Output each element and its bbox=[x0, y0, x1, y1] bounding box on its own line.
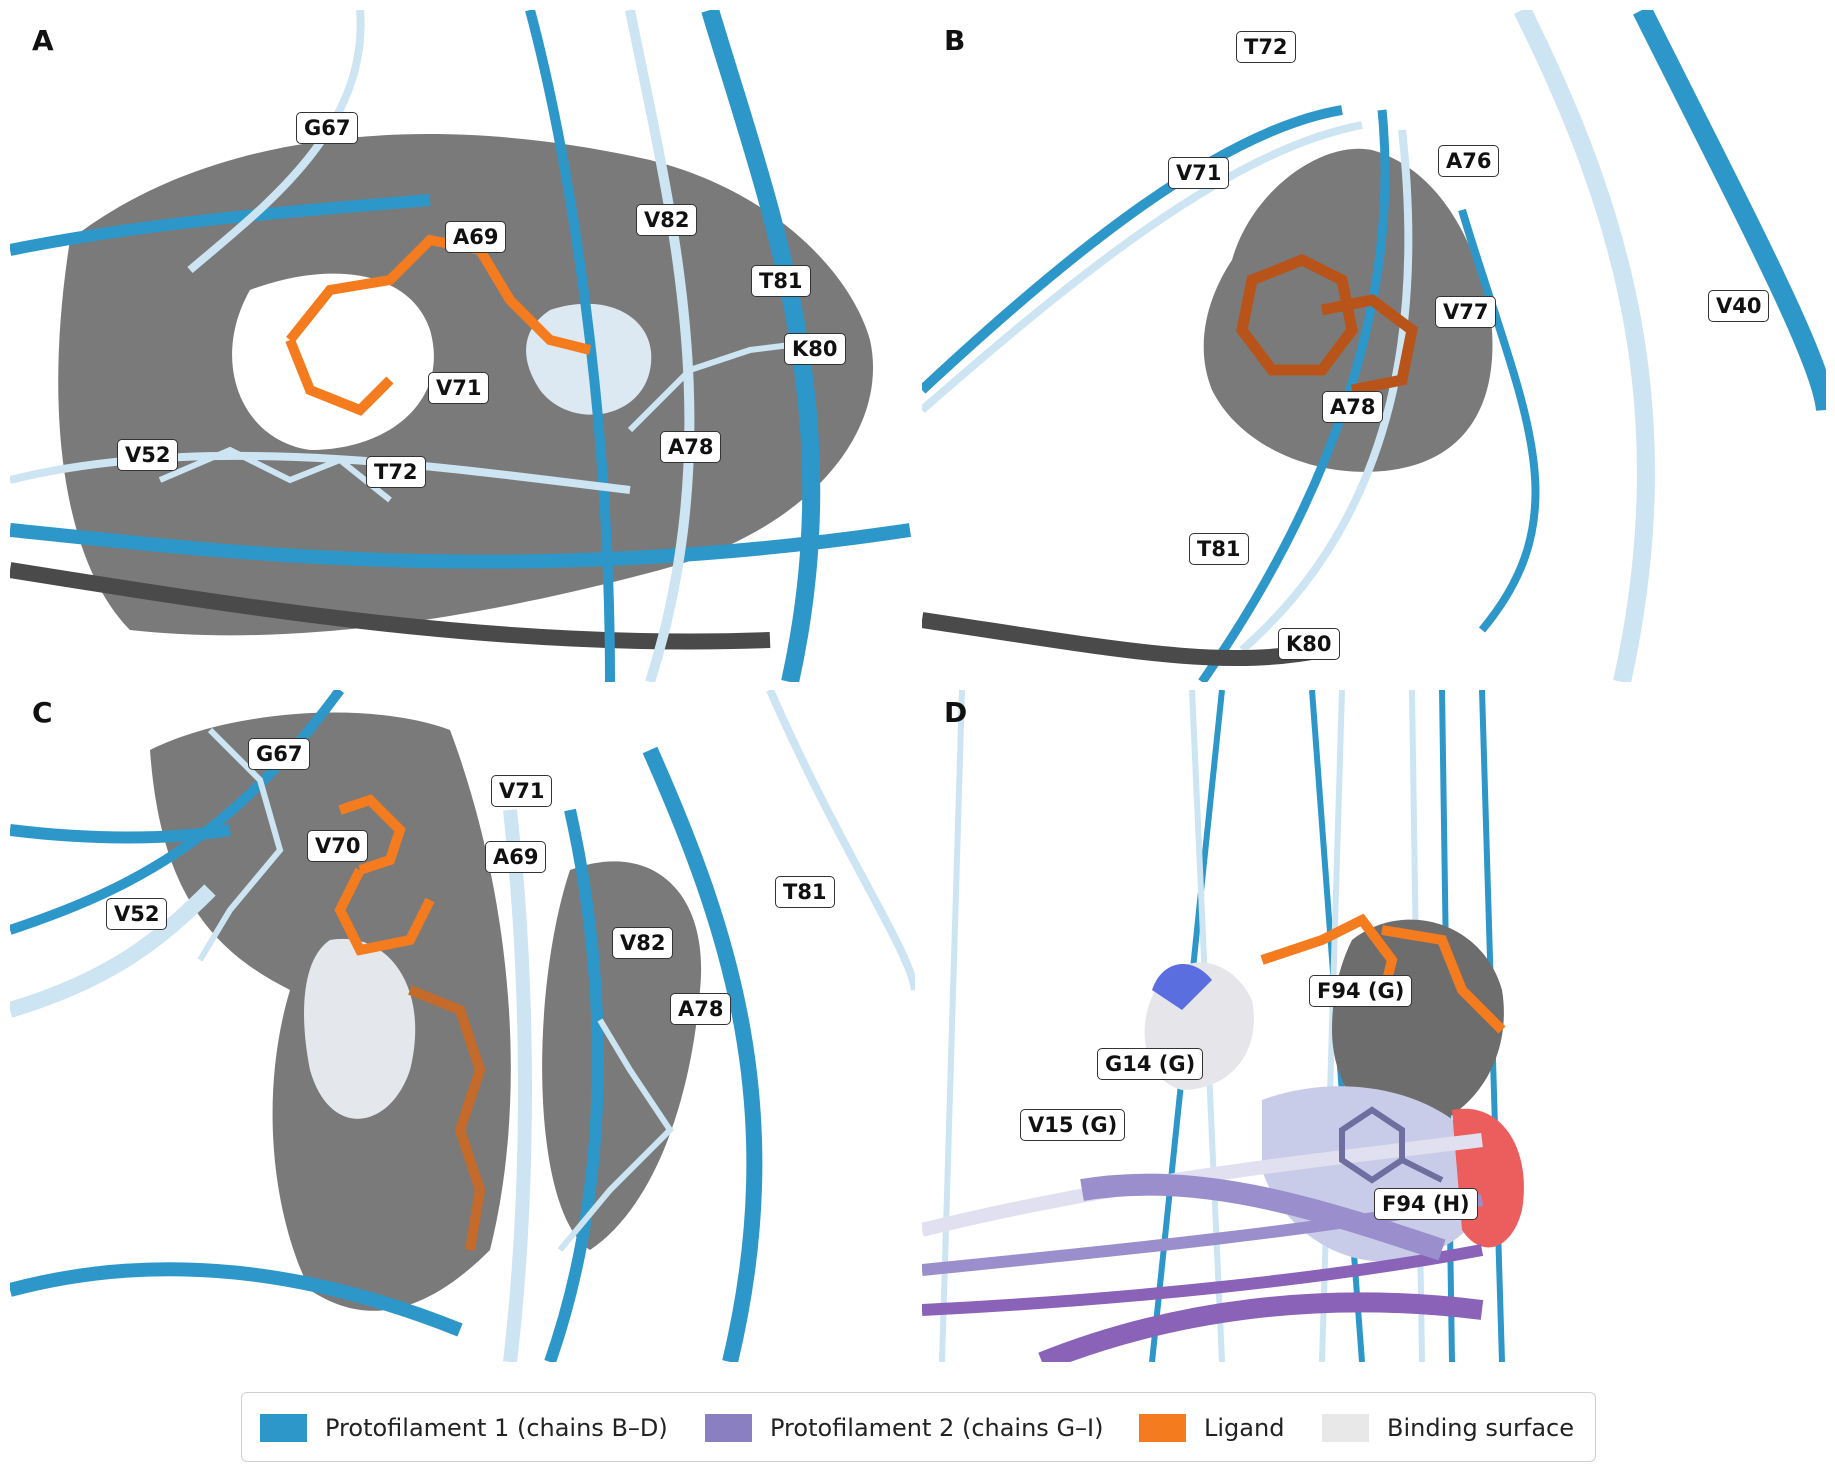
residue-label-c-a69: A69 bbox=[485, 841, 547, 873]
residue-label-d-f94-h: F94 (H) bbox=[1374, 1188, 1478, 1220]
residue-label-b-a76: A76 bbox=[1438, 145, 1500, 177]
residue-label-b-v40: V40 bbox=[1708, 290, 1770, 322]
residue-label-d-f94-g: F94 (G) bbox=[1309, 975, 1413, 1007]
legend-label-binding-surface: Binding surface bbox=[1387, 1414, 1575, 1442]
residue-label-c-a78: A78 bbox=[670, 993, 732, 1025]
residue-label-a-k80: K80 bbox=[784, 333, 846, 365]
residue-label-a-t81: T81 bbox=[751, 265, 811, 297]
residue-label-c-v82: V82 bbox=[612, 927, 674, 959]
residue-label-a-v71: V71 bbox=[428, 372, 490, 404]
residue-label-c-v70: V70 bbox=[307, 830, 369, 862]
residue-label-d-v15-g: V15 (G) bbox=[1020, 1109, 1126, 1141]
residue-label-b-a78: A78 bbox=[1322, 391, 1384, 423]
panel-c bbox=[10, 690, 915, 1362]
residue-label-c-v71: V71 bbox=[491, 775, 553, 807]
legend-swatch-protofilament-1 bbox=[260, 1414, 307, 1442]
residue-label-a-v52: V52 bbox=[117, 439, 179, 471]
residue-label-c-v52: V52 bbox=[106, 898, 168, 930]
residue-label-d-g14-g: G14 (G) bbox=[1097, 1048, 1204, 1080]
residue-label-b-v77: V77 bbox=[1435, 296, 1497, 328]
legend-swatch-protofilament-2 bbox=[705, 1414, 752, 1442]
legend-swatch-binding-surface bbox=[1322, 1414, 1369, 1442]
legend-label-ligand: Ligand bbox=[1204, 1414, 1285, 1442]
residue-label-a-a69: A69 bbox=[445, 221, 507, 253]
residue-label-a-t72: T72 bbox=[366, 456, 426, 488]
residue-label-a-g67: G67 bbox=[296, 112, 359, 144]
panel-letter-c: C bbox=[32, 696, 53, 729]
panel-d-structure bbox=[922, 690, 1524, 1362]
legend-label-protofilament-2: Protofilament 2 (chains G–I) bbox=[770, 1414, 1104, 1442]
panel-c-structure bbox=[10, 690, 915, 1362]
residue-label-a-a78: A78 bbox=[660, 431, 722, 463]
legend-item-protofilament-2: Protofilament 2 (chains G–I) bbox=[705, 1413, 1103, 1443]
residue-label-c-t81: T81 bbox=[775, 876, 835, 908]
legend-item-ligand: Ligand bbox=[1139, 1413, 1284, 1443]
panel-letter-b: B bbox=[944, 24, 966, 57]
residue-label-a-v82: V82 bbox=[636, 204, 698, 236]
panel-b-structure bbox=[922, 10, 1826, 682]
residue-label-c-g67: G67 bbox=[248, 738, 311, 770]
panel-a bbox=[10, 10, 915, 682]
panel-letter-a: A bbox=[32, 24, 54, 57]
legend: Protofilament 1 (chains B–D) Protofilame… bbox=[241, 1392, 1596, 1462]
panel-d bbox=[922, 690, 1826, 1362]
residue-label-b-v71: V71 bbox=[1168, 157, 1230, 189]
panel-b bbox=[922, 10, 1826, 682]
legend-label-protofilament-1: Protofilament 1 (chains B–D) bbox=[325, 1414, 668, 1442]
panel-a-structure bbox=[10, 10, 912, 682]
legend-item-protofilament-1: Protofilament 1 (chains B–D) bbox=[260, 1413, 668, 1443]
legend-item-binding-surface: Binding surface bbox=[1322, 1413, 1574, 1443]
panel-letter-d: D bbox=[944, 696, 968, 729]
legend-swatch-ligand bbox=[1139, 1414, 1186, 1442]
residue-label-b-k80: K80 bbox=[1278, 628, 1340, 660]
residue-label-b-t81: T81 bbox=[1189, 533, 1249, 565]
residue-label-b-t72: T72 bbox=[1236, 31, 1296, 63]
